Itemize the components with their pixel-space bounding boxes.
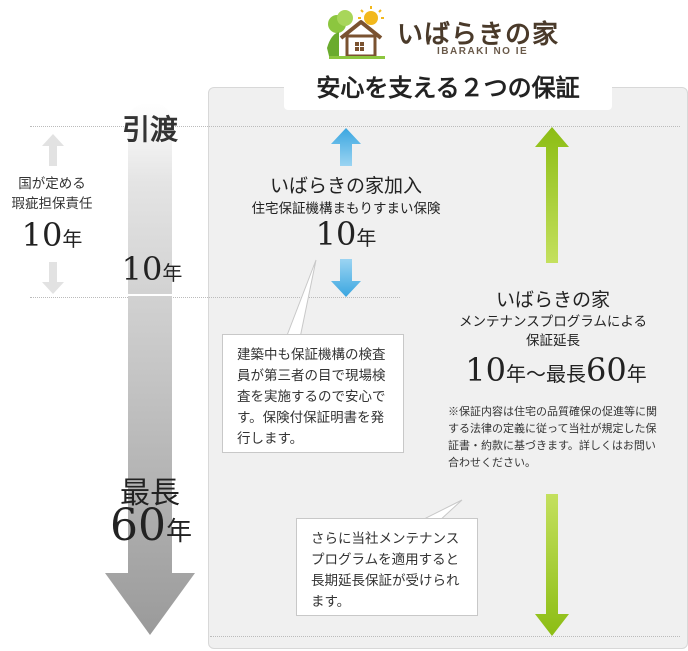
guarantee2-tilde: ～最長 <box>526 362 586 386</box>
guarantee1-num: 10 <box>315 215 357 253</box>
timeline-mid: 10年 <box>112 250 192 288</box>
callout2-pointer <box>418 499 463 522</box>
law-num: 10 <box>21 216 63 254</box>
guarantee2-subtitle1: メンテナンスプログラムによる <box>459 314 647 330</box>
callout1-pointer <box>285 259 317 338</box>
guarantee2-title: いばらきの家 <box>495 289 610 311</box>
guarantee1-years: 10年 <box>220 215 472 253</box>
logo: いばらきの家 IBARAKI NO IE <box>325 4 585 62</box>
timeline-mid-tick <box>128 294 172 296</box>
timeline-end: 60年 <box>96 500 206 551</box>
guarantee2-note: ※保証内容は住宅の品質確保の促進等に関する法律の定義に従って当社が規定した保証書… <box>448 405 657 469</box>
logo-name: いばらきの家 <box>397 20 560 50</box>
law-line1: 国が定める <box>18 176 86 192</box>
timeline-end-label: 最長 <box>120 476 180 511</box>
guarantee2-unit2: 年 <box>626 362 647 386</box>
blue-up-arrow-icon <box>331 128 361 166</box>
dotline-60y <box>210 636 680 637</box>
law-unit: 年 <box>62 227 83 251</box>
guarantee2-years: 10年～最長60年 <box>430 351 682 389</box>
logo-roman: IBARAKI NO IE <box>437 46 529 57</box>
timeline-arrow-icon <box>105 103 195 635</box>
timeline-mid-num: 10 <box>121 250 163 288</box>
guarantee2-subtitle2: 保証延長 <box>526 333 580 349</box>
timeline-start: 引渡 <box>121 113 178 146</box>
law-down-arrow-icon <box>42 262 64 294</box>
guarantee2-unit1: 年 <box>506 362 526 386</box>
guarantee1-subtitle: 住宅保証機構まもりすまい保険 <box>251 201 441 217</box>
guarantee2-callout: さらに当社メンテナンスプログラムを適用すると長期延長保証が受けられます。 <box>296 518 478 616</box>
green-up-arrow-icon <box>535 127 569 263</box>
law-years: 10年 <box>0 216 104 254</box>
timeline-end-unit: 年 <box>165 517 192 547</box>
guarantee2-num1: 10 <box>465 351 506 389</box>
dotline-10y <box>30 297 400 298</box>
timeline-end-num: 60 <box>109 500 166 551</box>
guarantee1-callout: 建築中も保証機構の検査員が第三者の目で現場検査を実施するので安心です。保険付保証… <box>222 334 404 453</box>
timeline-mid-unit: 年 <box>162 261 183 285</box>
law-label: 国が定める 瑕疵担保責任 <box>0 174 104 214</box>
guarantee1-unit: 年 <box>356 226 377 250</box>
panel-title: 安心を支える２つの保証 <box>284 66 612 110</box>
law-line2: 瑕疵担保責任 <box>11 196 93 212</box>
dotline-handover <box>30 126 680 127</box>
blue-down-arrow-icon <box>331 259 361 297</box>
guarantee1-title: いばらきの家加入 <box>269 175 422 197</box>
guarantee2-num2: 60 <box>586 351 627 389</box>
law-up-arrow-icon <box>42 134 64 166</box>
house-logo-icon <box>327 6 385 59</box>
green-down-arrow-icon <box>535 494 569 636</box>
